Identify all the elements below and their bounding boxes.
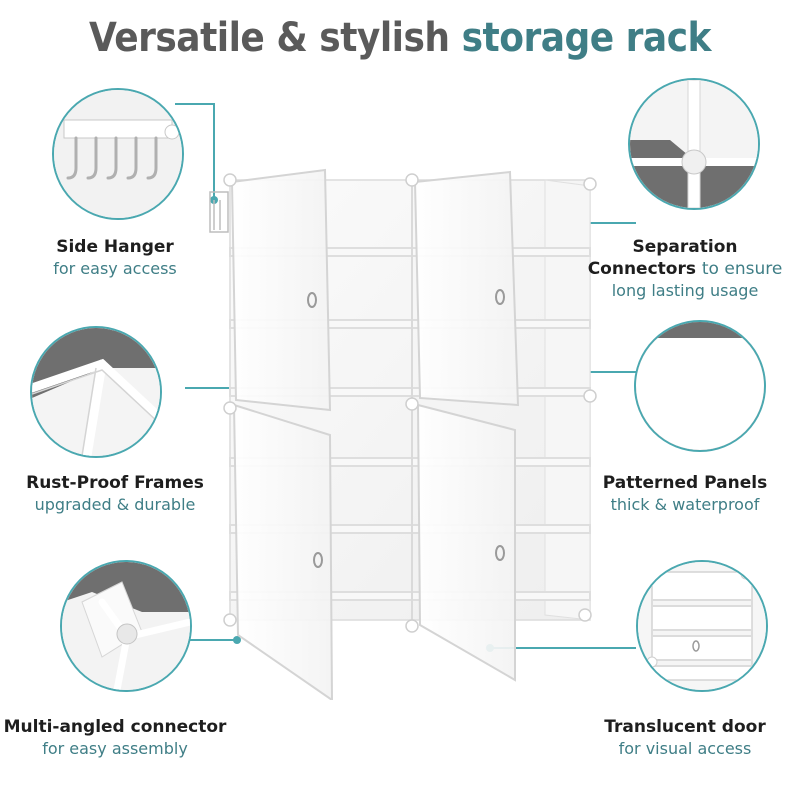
feature-translucent-door: Translucent door for visual access [570, 716, 800, 760]
rust-proof-title: Rust-Proof Frames [26, 473, 204, 493]
leader-dot-multi-angled [233, 636, 241, 644]
patterned-panels-title: Patterned Panels [602, 473, 768, 493]
separation-subtitle: long lasting usage [611, 281, 759, 300]
separation-inline: to ensure [701, 259, 783, 279]
title-part-2: storage rack [461, 15, 712, 61]
feature-rust-proof: Rust-Proof Frames upgraded & durable [0, 472, 230, 516]
rust-proof-circle [30, 326, 162, 458]
side-hanger-image [54, 90, 182, 218]
side-hanger-subtitle: for easy access [53, 259, 177, 278]
multi-angled-circle [60, 560, 192, 692]
feature-patterned-panels: Patterned Panels thick & waterproof [570, 472, 800, 516]
translucent-door-image [638, 562, 766, 690]
patterned-panels-subtitle: thick & waterproof [610, 495, 760, 514]
side-hanger-circle [52, 88, 184, 220]
leader-side-hanger [175, 103, 215, 200]
patterned-panels-circle [634, 320, 766, 452]
translucent-door-title: Translucent door [604, 717, 766, 737]
title-part-1: Versatile & stylish [89, 15, 450, 61]
patterned-panels-image [636, 322, 764, 450]
separation-title: Separation [632, 237, 738, 257]
separation-title-2: Connectors [587, 259, 696, 279]
page-title: Versatile & stylish storage rack [0, 10, 800, 66]
feature-separation-connectors: Separation Connectors to ensure long las… [570, 236, 800, 302]
translucent-door-circle [636, 560, 768, 692]
storage-rack-illustration [209, 168, 597, 700]
multi-angled-title: Multi-angled connector [3, 717, 227, 737]
separation-connectors-image [630, 80, 758, 208]
rust-proof-subtitle: upgraded & durable [34, 495, 196, 514]
side-hanger-title: Side Hanger [56, 237, 174, 257]
multi-angled-subtitle: for easy assembly [42, 739, 188, 758]
feature-side-hanger: Side Hanger for easy access [0, 236, 230, 280]
multi-angled-image [62, 562, 190, 690]
separation-connectors-circle [628, 78, 760, 210]
translucent-door-subtitle: for visual access [618, 739, 752, 758]
rust-proof-image [32, 328, 160, 456]
feature-multi-angled: Multi-angled connector for easy assembly [0, 716, 230, 760]
